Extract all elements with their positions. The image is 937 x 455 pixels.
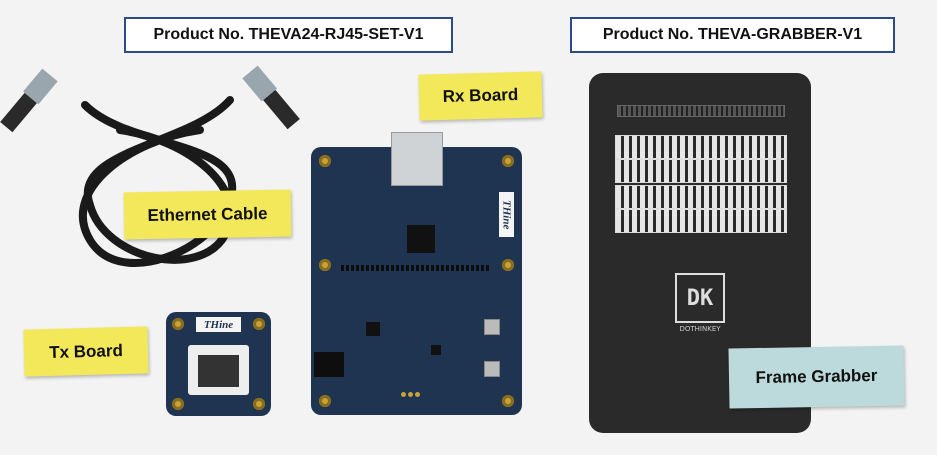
rx-thine-logo: THine <box>499 192 514 237</box>
rx-chip-small-b <box>431 345 441 355</box>
product-number-left: Product No. THEVA24-RJ45-SET-V1 <box>124 17 453 53</box>
tx-rj45-port <box>188 345 249 395</box>
grabber-connector <box>617 105 785 117</box>
frame-grabber-label: Frame Grabber <box>728 345 905 409</box>
frame-grabber-image: DK DOTHINKEY <box>589 73 811 433</box>
rx-board-image: THine <box>311 132 522 415</box>
rx-board-label: Rx Board <box>418 71 543 121</box>
ethernet-cable-label: Ethernet Cable <box>123 189 292 240</box>
rx-pin-header <box>341 265 491 271</box>
grabber-pin-row <box>615 185 787 209</box>
tx-thine-logo: THine <box>196 317 241 332</box>
rx-button-top <box>484 319 500 335</box>
rx-chip-small-a <box>366 322 380 336</box>
product-number-right: Product No. THEVA-GRABBER-V1 <box>570 17 895 53</box>
rx-button-bottom <box>484 361 500 377</box>
rx-power-jack <box>314 352 344 377</box>
rx-rj45-port <box>391 132 443 186</box>
tx-board-label: Tx Board <box>23 326 149 377</box>
grabber-pin-row <box>615 209 787 233</box>
rx-main-chip <box>407 225 435 253</box>
tx-board-image: THine <box>166 312 271 416</box>
ethernet-cable-image <box>0 65 300 267</box>
grabber-pin-row <box>615 135 787 159</box>
grabber-pin-row <box>615 159 787 183</box>
dothinkey-logo-icon: DK <box>675 273 725 323</box>
dothinkey-logo-text: DOTHINKEY <box>679 325 721 333</box>
